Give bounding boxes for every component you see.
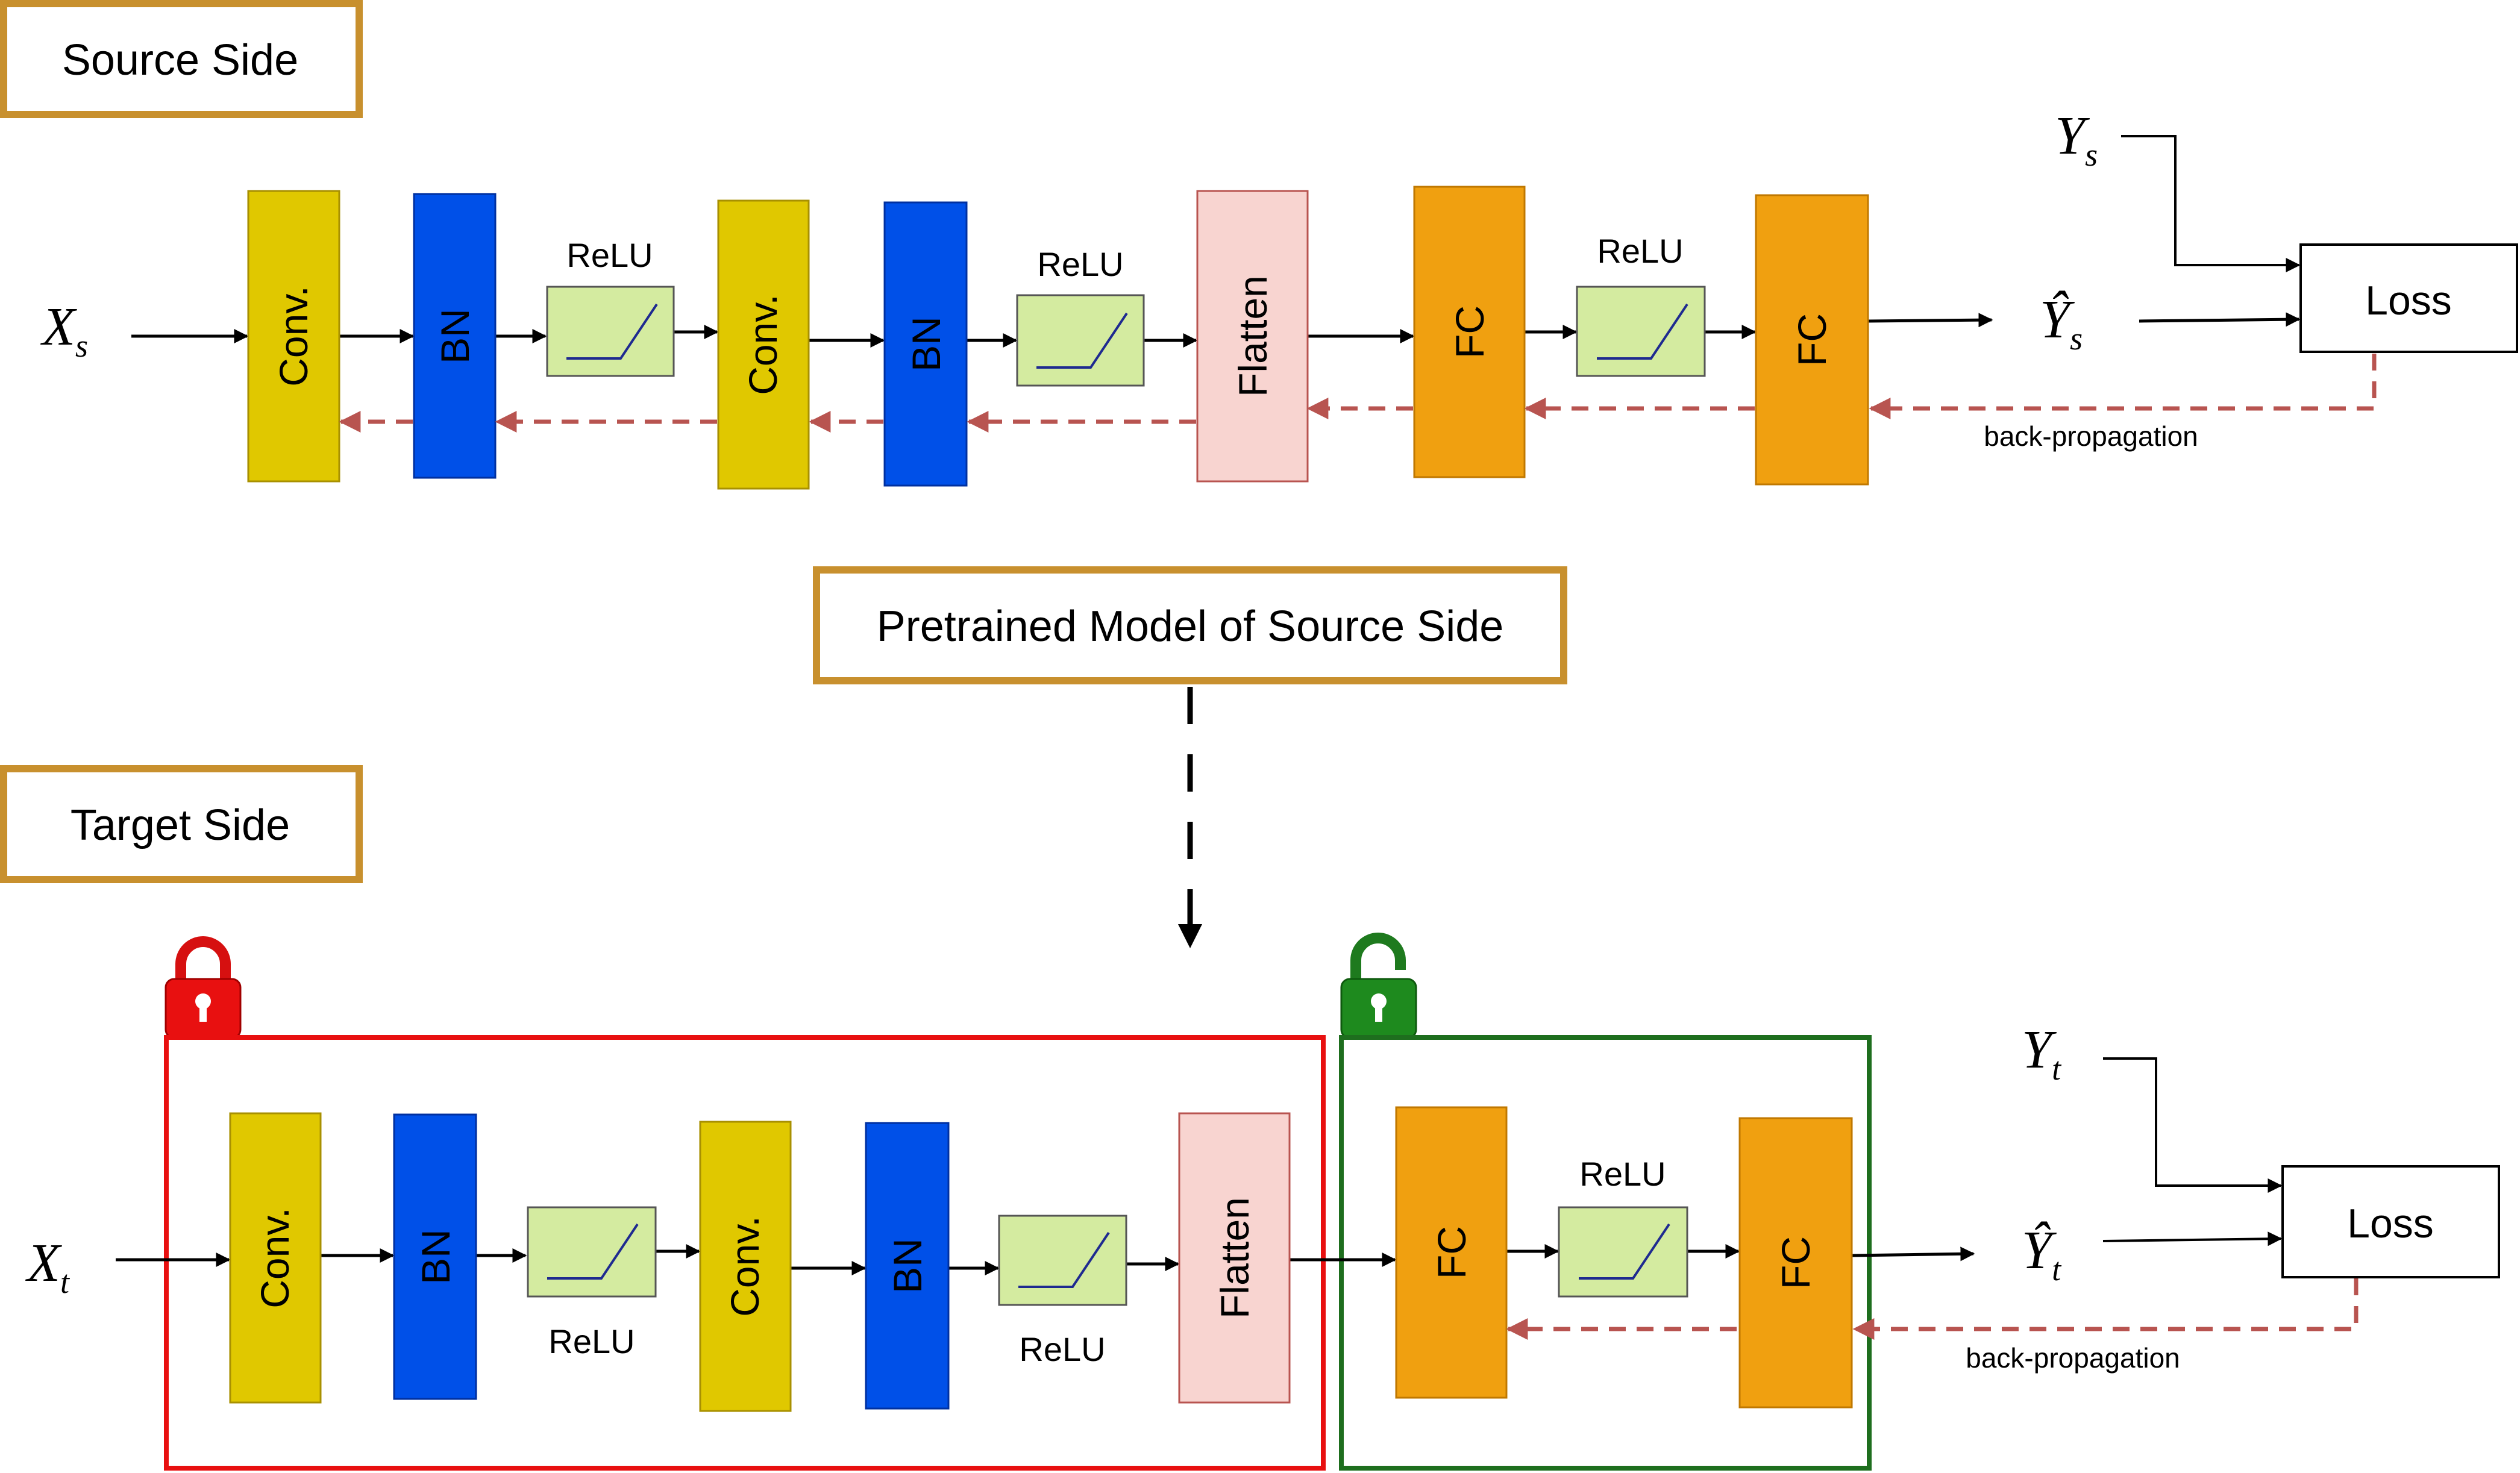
svg-text:BN: BN: [904, 316, 948, 372]
svg-text:Conv.: Conv.: [722, 1216, 767, 1317]
arrow: [2102, 1231, 2283, 1246]
source-relu2-block: ReLU: [1016, 245, 1145, 387]
source-prediction-symbol: Ŷs: [2040, 290, 2083, 357]
target-relu2-block: ReLU: [998, 1215, 1127, 1368]
target-flatten-block: Flatten: [1178, 1112, 1291, 1404]
svg-text:FC: FC: [1773, 1236, 1818, 1289]
arrow: [1867, 313, 1993, 328]
target-conv1-block: Conv.: [229, 1112, 322, 1404]
svg-text:ReLU: ReLU: [566, 236, 653, 274]
source-relu1-block: ReLU: [546, 236, 675, 377]
pretrained-model-frame: Pretrained Model of Source Side: [813, 566, 1567, 684]
target-side-frame: Target Side: [0, 765, 363, 883]
svg-text:Conv.: Conv.: [741, 294, 785, 395]
target-backprop-label: back-propagation: [1966, 1342, 2180, 1374]
source-bn1-block: BN: [413, 193, 497, 479]
unlocked-padlock-icon: [1340, 933, 1417, 1039]
svg-text:FC: FC: [1790, 313, 1834, 366]
target-relu3-block: ReLU: [1558, 1155, 1688, 1298]
arrow: [2103, 1057, 2283, 1193]
source-label-symbol: Ys: [2055, 106, 2098, 173]
target-loss-box: Loss: [2281, 1165, 2500, 1278]
source-fc1-block: FC: [1413, 186, 1526, 478]
svg-text:Flatten: Flatten: [1230, 275, 1275, 397]
target-conv2-block: Conv.: [699, 1121, 792, 1412]
svg-text:BN: BN: [885, 1238, 930, 1293]
target-bn2-block: BN: [865, 1122, 950, 1410]
pretrained-model-title: Pretrained Model of Source Side: [877, 602, 1504, 651]
arrow: [1851, 1246, 1975, 1262]
source-conv2-block: Conv.: [717, 199, 810, 490]
source-flatten-block: Flatten: [1196, 190, 1309, 483]
target-bn1-block: BN: [393, 1113, 477, 1400]
svg-text:ReLU: ReLU: [1037, 245, 1123, 283]
source-bn2-block: BN: [883, 201, 968, 487]
source-relu3-block: ReLU: [1576, 232, 1706, 377]
target-backprop-path: back-propagation: [1506, 1278, 2359, 1374]
target-input-symbol: Xt: [25, 1233, 71, 1300]
target-side-title: Target Side: [71, 801, 290, 849]
target-relu1-block: ReLU: [527, 1206, 657, 1360]
locked-padlock-icon: [165, 936, 242, 1039]
svg-text:FC: FC: [1429, 1226, 1474, 1279]
source-backprop-label: back-propagation: [1984, 421, 2198, 452]
svg-text:Loss: Loss: [2365, 278, 2452, 324]
source-loss-box: Loss: [2299, 243, 2518, 353]
svg-text:Flatten: Flatten: [1212, 1197, 1257, 1319]
source-side-frame: Source Side: [0, 0, 363, 118]
source-pipeline: Xs Conv. BN ReLU Conv.: [40, 106, 2518, 490]
svg-text:FC: FC: [1447, 305, 1492, 358]
target-fc1-block: FC: [1395, 1106, 1508, 1399]
svg-text:BN: BN: [433, 308, 477, 364]
svg-text:ReLU: ReLU: [1597, 232, 1683, 270]
svg-text:Loss: Loss: [2347, 1201, 2434, 1246]
svg-text:Conv.: Conv.: [252, 1207, 297, 1309]
trainable-layers-group: [1339, 1035, 1872, 1471]
arrow: [2139, 312, 2301, 327]
svg-text:ReLU: ReLU: [548, 1322, 635, 1360]
source-conv1-block: Conv.: [247, 190, 340, 483]
arrow: [2121, 135, 2301, 272]
svg-text:Conv.: Conv.: [271, 286, 316, 387]
svg-text:ReLU: ReLU: [1579, 1155, 1666, 1193]
target-prediction-symbol: Ŷt: [2022, 1221, 2062, 1287]
source-side-title: Source Side: [62, 36, 298, 84]
svg-text:ReLU: ReLU: [1019, 1330, 1105, 1368]
svg-text:BN: BN: [413, 1229, 458, 1284]
frozen-layers-group: [164, 1035, 1326, 1471]
source-backprop-path: back-propagation: [339, 354, 2377, 452]
target-label-symbol: Yt: [2022, 1020, 2062, 1087]
target-fc2-block: FC: [1738, 1117, 1853, 1409]
source-input-symbol: Xs: [40, 297, 88, 364]
target-pipeline: Xt Conv. BN ReLU Conv.: [25, 933, 2500, 1471]
source-fc2-block: FC: [1755, 194, 1869, 486]
